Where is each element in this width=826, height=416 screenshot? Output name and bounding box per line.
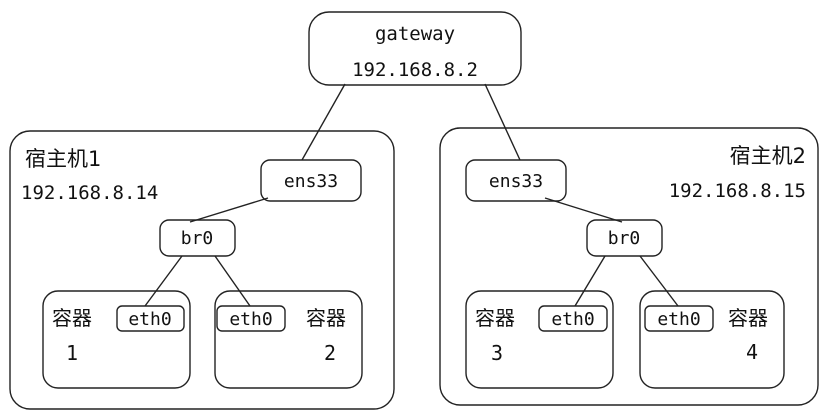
host1-title: 宿主机1 (25, 147, 101, 171)
host2-br0-node (586, 219, 663, 257)
link-ens33-br0-host1 (189, 197, 269, 223)
container1-eth0-box (116, 305, 185, 332)
container3-number: 3 (491, 341, 503, 365)
container4-label: 容器 (728, 306, 768, 330)
host1-br0-node (159, 219, 236, 257)
container2-number: 2 (324, 341, 336, 365)
gateway-ip: 192.168.8.2 (352, 59, 478, 81)
container2-label: 容器 (306, 306, 346, 330)
container2-eth0-box (216, 305, 286, 332)
container1-box (42, 290, 191, 389)
host2-title: 宿主机2 (730, 144, 806, 168)
container1-number: 1 (66, 341, 78, 365)
host2-box (439, 127, 819, 406)
host1-ip: 192.168.8.14 (21, 182, 158, 204)
link-gateway-ens33-host1 (301, 83, 346, 161)
link-gateway-ens33-host2 (484, 83, 521, 161)
container3-label: 容器 (475, 306, 515, 330)
container1-label: 容器 (52, 306, 92, 330)
container3-eth0-box (538, 305, 608, 332)
container4-box (639, 290, 785, 389)
container3-eth0-label: eth0 (551, 309, 594, 330)
gateway-node (308, 11, 522, 86)
container4-eth0-box (644, 305, 714, 332)
link-br0-eth0-c4 (639, 255, 679, 307)
container2-eth0-label: eth0 (229, 309, 272, 330)
host2-ens33-node (465, 159, 567, 202)
host1-br0-label: br0 (181, 228, 214, 249)
link-br0-eth0-c1 (144, 255, 183, 307)
container3-box (465, 290, 614, 389)
container4-eth0-label: eth0 (657, 309, 700, 330)
container2-box (214, 290, 363, 389)
host1-ens33-label: ens33 (284, 171, 338, 192)
container1-eth0-label: eth0 (128, 309, 171, 330)
host1-box (9, 130, 395, 410)
host1-ens33-node (260, 159, 362, 202)
host2-br0-label: br0 (608, 228, 641, 249)
host2-ens33-label: ens33 (489, 171, 543, 192)
host2-ip: 192.168.8.15 (669, 180, 806, 202)
link-ens33-br0-host2 (544, 197, 623, 223)
link-br0-eth0-c2 (214, 255, 251, 307)
link-br0-eth0-c3 (574, 255, 606, 307)
gateway-name: gateway (375, 23, 455, 45)
container4-number: 4 (746, 340, 758, 364)
